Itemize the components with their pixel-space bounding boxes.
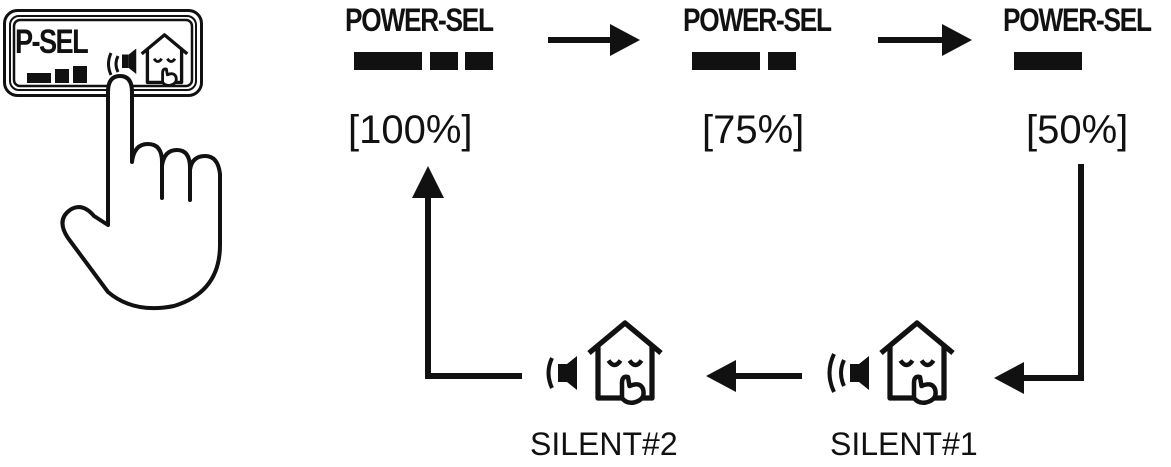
arrow-up-icon <box>412 166 522 379</box>
level-bar <box>465 52 493 70</box>
level-bar <box>354 52 422 70</box>
silent-1-icon <box>827 318 972 418</box>
level-bar <box>692 52 760 70</box>
arrow-left-icon <box>706 360 802 392</box>
p-sel-button[interactable]: P-SEL <box>3 9 203 97</box>
hand-icon <box>60 74 222 311</box>
silent-1-label: SILENT#1 <box>830 426 978 462</box>
level-bar <box>430 52 458 70</box>
p-sel-button-frame <box>3 9 203 97</box>
mode-100-percent: [100%] <box>348 108 473 152</box>
mode-75-title: POWER-SEL <box>683 2 832 38</box>
arrow-right-icon <box>548 24 640 56</box>
level-bar <box>1014 52 1082 70</box>
level-bar <box>768 52 796 70</box>
silent-2-label: SILENT#2 <box>530 426 678 462</box>
p-sel-label: P-SEL <box>15 23 89 61</box>
arrow-right-icon <box>878 24 972 56</box>
mode-75-percent: [75%] <box>702 108 805 152</box>
mode-50-percent: [50%] <box>1026 108 1129 152</box>
mode-50-title: POWER-SEL <box>1003 2 1152 38</box>
arrow-down-left-icon <box>994 164 1084 394</box>
silent-2-icon <box>546 318 680 418</box>
mode-100-title: POWER-SEL <box>345 2 494 38</box>
